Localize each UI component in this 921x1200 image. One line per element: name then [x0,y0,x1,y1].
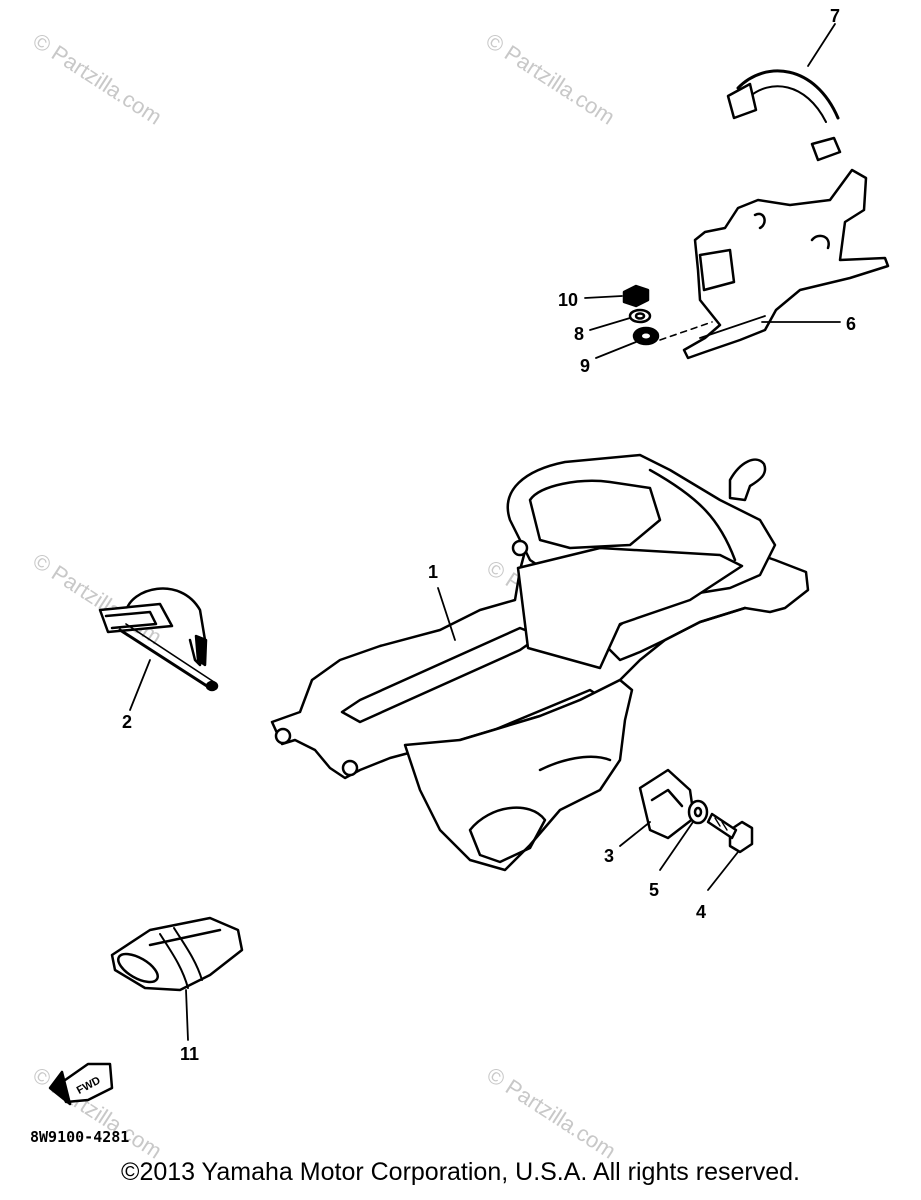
part-7-strap [726,23,842,162]
callout-4: 4 [696,902,706,922]
fwd-arrow-icon: FWD [48,1062,114,1106]
part-6-bracket [659,168,890,360]
callout-7: 7 [830,6,840,26]
part-3-damper [619,768,696,847]
part-11-tool-bag [110,916,244,1041]
part-2-clip [98,587,219,711]
callout-10: 10 [558,290,578,310]
part-4-bolt [706,812,754,891]
part-10-nut [584,284,650,308]
callout-9: 9 [580,356,590,376]
part-8-washer [589,308,652,331]
copyright-notice: ©2013 Yamaha Motor Corporation, U.S.A. A… [121,1158,800,1186]
callout-5: 5 [649,880,659,900]
callout-3: 3 [604,846,614,866]
part-9-washer [595,326,660,359]
part-code: 8W9100-4281 [30,1128,130,1146]
callout-2: 2 [122,712,132,732]
callout-6: 6 [846,314,856,334]
callout-8: 8 [574,324,584,344]
callout-11: 11 [180,1044,199,1064]
part-1-tray [270,453,810,872]
callout-1: 1 [428,562,438,582]
part-5-washer [659,799,709,871]
